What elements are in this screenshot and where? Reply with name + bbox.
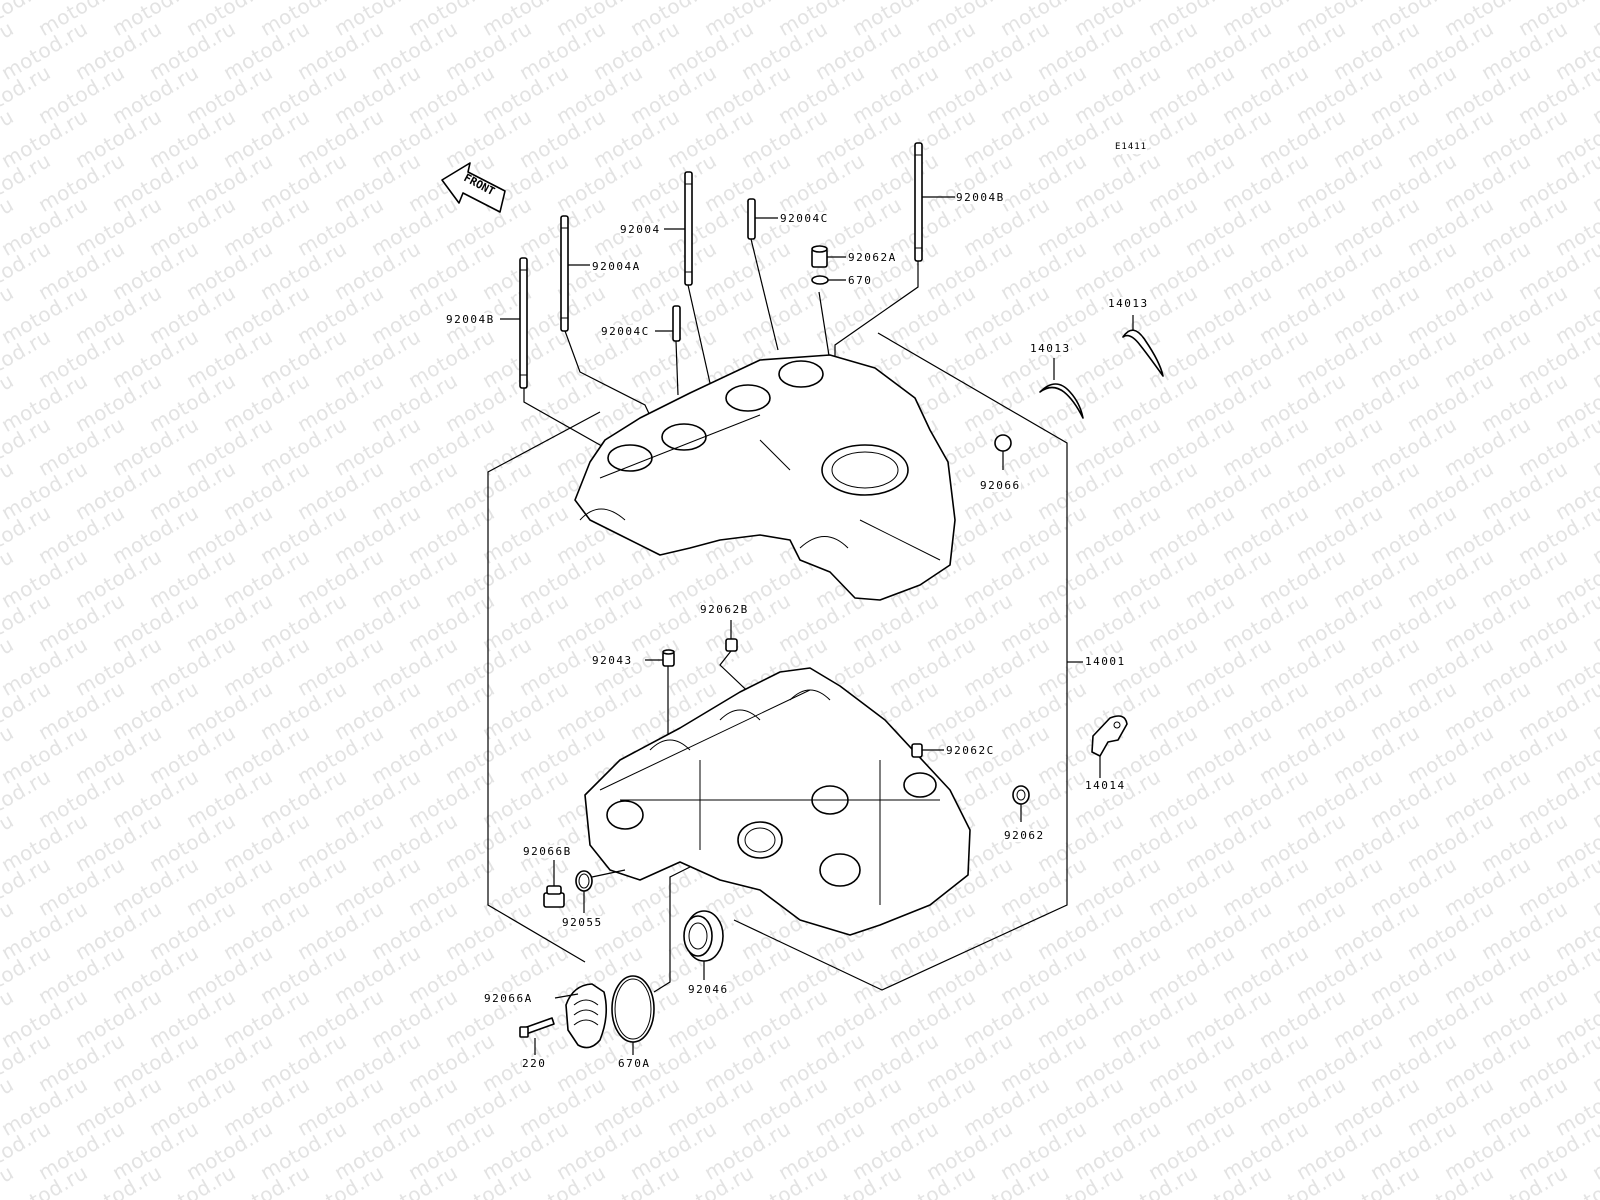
plug-92062 xyxy=(1012,785,1030,822)
label-92004: 92004 xyxy=(620,223,661,236)
stud-92004C-top xyxy=(747,198,779,351)
dowel-92062C xyxy=(911,743,944,758)
label-92004C-top: 92004C xyxy=(780,212,829,225)
stud-92004 xyxy=(664,171,721,401)
stud-92004B-right xyxy=(834,142,955,370)
label-14001: 14001 xyxy=(1085,655,1126,668)
oring-92055 xyxy=(575,869,626,913)
label-92062: 92062 xyxy=(1004,829,1045,842)
label-92046: 92046 xyxy=(688,983,729,996)
dowel-92062A xyxy=(811,245,846,268)
upper-crankcase xyxy=(574,354,956,601)
plug-92066 xyxy=(994,434,1012,470)
oring-670A xyxy=(611,866,691,1055)
label-92043: 92043 xyxy=(592,654,633,667)
label-220: 220 xyxy=(522,1057,547,1070)
label-92066A: 92066A xyxy=(484,992,533,1005)
assembly-outline xyxy=(487,332,1083,991)
label-92004B-right: 92004B xyxy=(956,191,1005,204)
label-92004C-low: 92004C xyxy=(601,325,650,338)
label-92062C: 92062C xyxy=(946,744,995,757)
label-670A: 670A xyxy=(618,1057,651,1070)
bolt-220 xyxy=(519,1017,555,1055)
lower-crankcase xyxy=(584,667,971,936)
label-92055: 92055 xyxy=(562,916,603,929)
bearing-92046 xyxy=(683,910,724,980)
front-arrow-icon: FRONT xyxy=(441,162,506,213)
label-670: 670 xyxy=(848,274,873,287)
stud-92004B-left xyxy=(500,257,613,456)
cover-92066A xyxy=(554,983,608,1049)
label-92066B: 92066B xyxy=(523,845,572,858)
thrust-washer-14013-upper xyxy=(1122,315,1164,377)
label-92062A: 92062A xyxy=(848,251,897,264)
label-92062B: 92062B xyxy=(700,603,749,616)
label-92004B-left: 92004B xyxy=(446,313,495,326)
label-92066: 92066 xyxy=(980,479,1021,492)
stud-92004A xyxy=(560,215,653,421)
label-14013-lower: 14013 xyxy=(1030,342,1071,355)
label-14014: 14014 xyxy=(1085,779,1126,792)
bracket-14014 xyxy=(1091,715,1128,778)
thrust-washer-14013-lower xyxy=(1039,358,1084,419)
diagram-code: E1411 xyxy=(1115,141,1148,154)
label-92004A: 92004A xyxy=(592,260,641,273)
label-14013-upper: 14013 xyxy=(1108,297,1149,310)
stud-92004C-low xyxy=(655,305,681,396)
plug-92066B xyxy=(543,860,565,908)
oring-670 xyxy=(811,275,846,363)
